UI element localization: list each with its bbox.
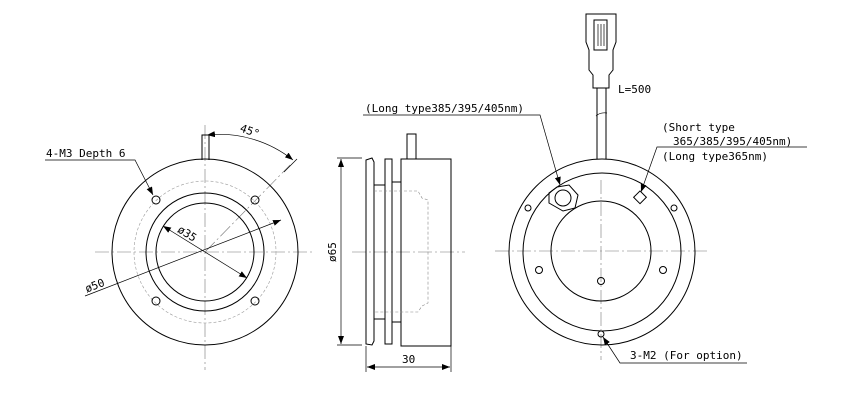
outer-diameter-label: ø65 (326, 242, 339, 262)
short-type-wavelengths: 365/385/395/405nm) (673, 135, 792, 148)
front-view: 45° 4-M3 Depth 6 ø35 ø50 (45, 122, 315, 370)
side-view: ø65 30 (326, 133, 465, 372)
length-label: 30 (402, 353, 415, 366)
angle-label: 45° (238, 122, 261, 141)
inner-diameter-label: ø35 (175, 223, 199, 245)
short-type-label: (Short type (662, 121, 735, 134)
long-type-365-label: (Long type365nm) (662, 150, 768, 163)
cable-length-label: L=500 (618, 83, 651, 96)
long-type-label: (Long type385/395/405nm) (365, 102, 524, 115)
hole-label: 4-M3 Depth 6 (46, 147, 125, 160)
rear-view: L=500 (Long type385/395/405nm) (Short ty… (363, 13, 807, 364)
option-label: 3-M2 (For option) (630, 349, 743, 362)
pcd-label: ø50 (83, 276, 106, 295)
